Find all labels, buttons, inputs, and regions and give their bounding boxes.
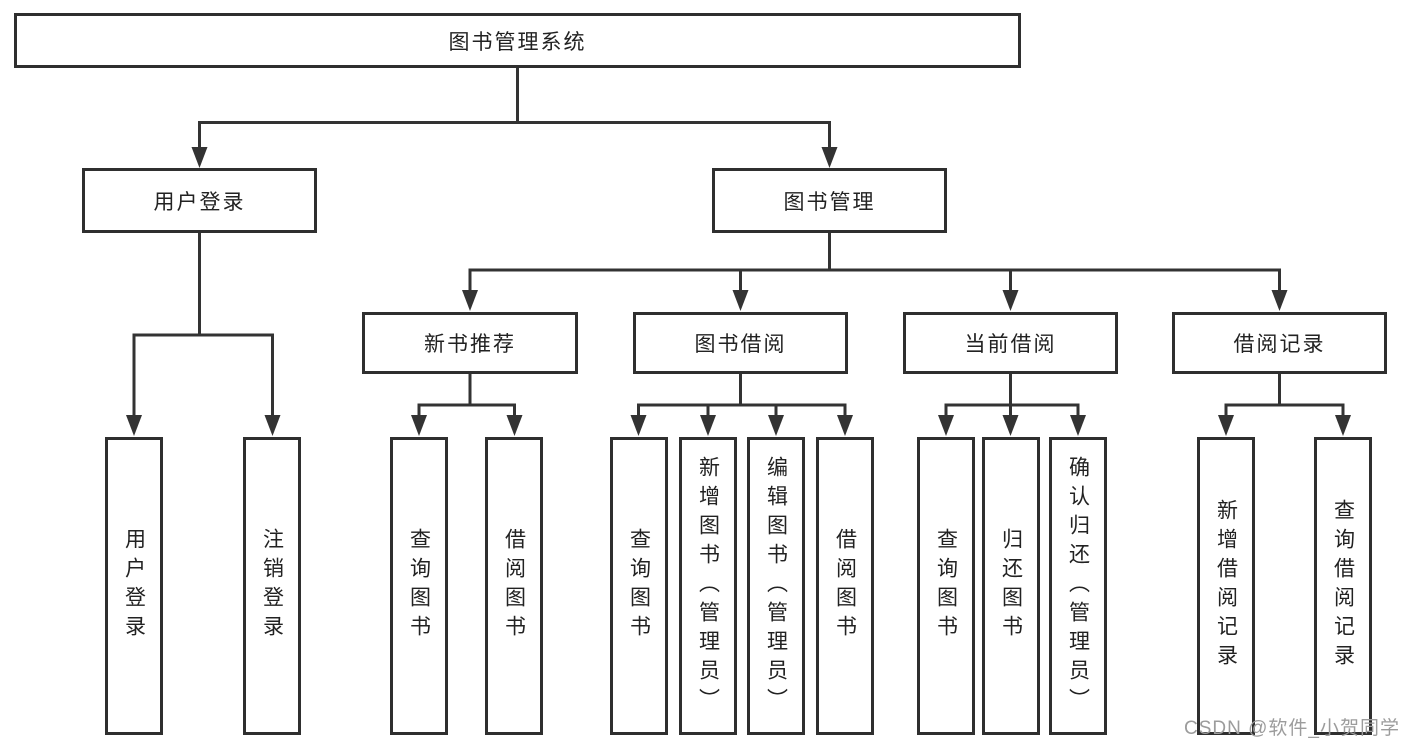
arrow-down-icon [1218, 415, 1234, 436]
leaf-br-add-record: 新增借阅记录 [1197, 437, 1255, 735]
arrow-down-icon [837, 415, 853, 436]
leaf-bb-query-books: 查询图书 [610, 437, 668, 735]
arrow-down-icon [264, 415, 281, 436]
leaf-cb-confirm-return-admin: 确认归还（管理员） [1049, 437, 1107, 735]
arrow-down-icon [630, 415, 647, 436]
arrow-down-icon [768, 415, 784, 436]
arrow-down-icon [1002, 415, 1019, 436]
leaf-br-query-record: 查询借阅记录 [1314, 437, 1372, 735]
leaf-nbr-query-books: 查询图书 [390, 437, 448, 735]
node-new-book-recommend: 新书推荐 [362, 312, 578, 374]
arrow-down-icon [821, 147, 838, 168]
node-current-borrowing: 当前借阅 [903, 312, 1118, 374]
node-book-management: 图书管理 [712, 168, 947, 233]
node-root: 图书管理系统 [14, 13, 1021, 68]
leaf-bb-edit-books-admin: 编辑图书（管理员） [747, 437, 805, 735]
arrow-down-icon [1335, 415, 1351, 436]
leaf-bb-borrow-books: 借阅图书 [816, 437, 874, 735]
node-user-login: 用户登录 [82, 168, 317, 233]
arrow-down-icon [700, 415, 716, 436]
node-borrowing-records: 借阅记录 [1172, 312, 1387, 374]
arrow-down-icon [1002, 290, 1019, 311]
leaf-user-login: 用户登录 [105, 437, 163, 735]
arrowheads [126, 147, 1351, 436]
arrow-down-icon [1070, 415, 1086, 436]
leaf-nbr-borrow-books: 借阅图书 [485, 437, 543, 735]
leaf-cb-return-books: 归还图书 [982, 437, 1040, 735]
arrow-down-icon [411, 415, 427, 436]
leaf-cb-query-books: 查询图书 [917, 437, 975, 735]
leaf-bb-add-books-admin: 新增图书（管理员） [679, 437, 737, 735]
arrow-down-icon [938, 415, 954, 436]
arrow-down-icon [1271, 290, 1288, 311]
leaf-logout: 注销登录 [243, 437, 301, 735]
arrow-down-icon [462, 290, 478, 311]
arrow-down-icon [126, 415, 142, 436]
arrow-down-icon [506, 415, 523, 436]
csdn-watermark: CSDN @软件_小贺同学 [1184, 718, 1400, 739]
node-book-borrowing: 图书借阅 [633, 312, 848, 374]
tree-edges [132, 68, 1345, 418]
arrow-down-icon [191, 147, 208, 168]
arrow-down-icon [732, 290, 749, 311]
